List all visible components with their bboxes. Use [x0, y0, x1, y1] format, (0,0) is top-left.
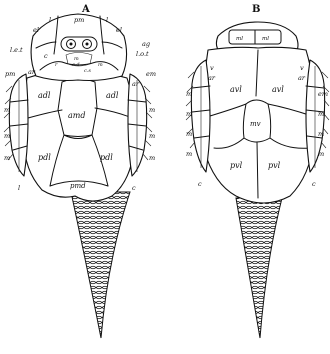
label-b-ll-3: m [186, 110, 192, 118]
label-b-rl-5: m [318, 150, 324, 158]
label-a-rl-0: em [146, 70, 156, 78]
label-a-plate-adl-left: adl [38, 91, 51, 100]
label-a-ul-0: el [33, 26, 39, 34]
label-a-ur-2: l.o.t [136, 50, 149, 58]
tail-a [71, 192, 130, 338]
label-b-ll-6: c [198, 180, 202, 188]
label-a-ch-4: m [98, 62, 103, 68]
label-b-rl-6: c [312, 180, 316, 188]
label-b-ll-2: m [186, 90, 192, 98]
label-b-plate-mv: mv [250, 120, 261, 128]
label-a-plate-adl-right: adl [106, 91, 119, 100]
figure-b-label: B [252, 4, 260, 15]
label-b-ll-4: m [186, 130, 192, 138]
tail-b [236, 198, 282, 338]
label-a-plate-amd: amd [68, 111, 85, 120]
label-b-plate-pvl-left: pvl [230, 161, 243, 170]
label-b-rl-3: m [318, 110, 324, 118]
figure-a-label: A [81, 4, 90, 15]
label-b-top-0: ml [236, 36, 243, 42]
label-a-rl-3: m [149, 132, 155, 140]
label-a-rl-2: m [149, 106, 155, 114]
label-b-ll-1: ar [208, 74, 216, 82]
label-a-ll-0: pm [5, 70, 15, 78]
label-b-rl-4: m [318, 130, 324, 138]
label-a-rl-4: m [149, 154, 155, 162]
label-b-plate-avl-left: avl [230, 85, 242, 94]
label-a-top-1: pm [74, 16, 84, 24]
label-a-plate-pdl-left: pdl [38, 153, 51, 162]
label-a-plate-pmd: pmd [70, 182, 86, 190]
label-b-rl-1: ar [298, 74, 306, 82]
label-b-rl-2: em [318, 90, 328, 98]
label-a-top-2: l [106, 16, 108, 24]
label-a-top-0: l [49, 16, 51, 24]
label-a-ll-2: m [4, 106, 10, 114]
label-b-top-1: ml [262, 36, 269, 42]
label-b-rl-0: v [300, 64, 304, 72]
label-a-ur-0: el [116, 26, 122, 34]
label-b-plate-pvl-right: pvl [268, 161, 281, 170]
label-b-ll-5: m [186, 150, 192, 158]
label-a-ll-5: l [18, 184, 20, 192]
label-a-ll-3: m [4, 132, 10, 140]
figure-a: A [4, 4, 156, 338]
label-b-ll-0: v [210, 64, 214, 72]
label-a-ul-1: l.e.t [10, 46, 23, 54]
label-a-ch-3: c.s [84, 68, 91, 74]
label-a-ur-1: ag [142, 40, 150, 48]
label-a-ch-2: c.d [72, 62, 80, 68]
label-a-ul-2: c [44, 52, 48, 60]
label-a-rl-5: c [132, 184, 136, 192]
label-a-ll-4: m [4, 154, 10, 162]
label-b-plate-avl-right: avl [272, 85, 284, 94]
label-a-ll-1: ar [28, 68, 36, 76]
figure-b: B [186, 4, 329, 338]
label-a-plate-pdl-right: pdl [100, 153, 113, 162]
label-a-rl-1: ar [132, 80, 140, 88]
